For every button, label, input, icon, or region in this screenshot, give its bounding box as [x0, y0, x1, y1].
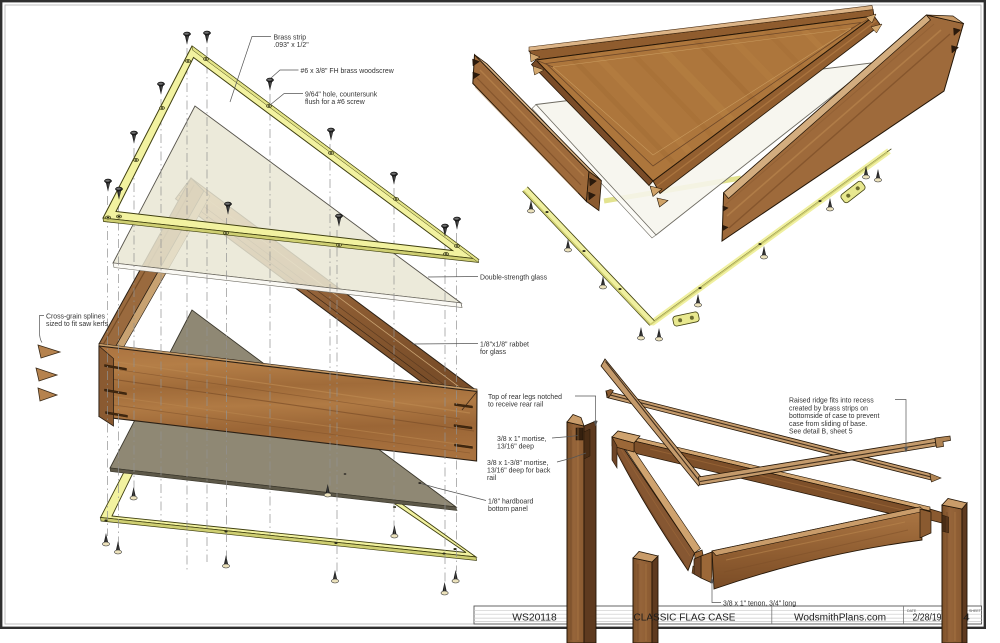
svg-text:3/8 x 1" mortise,: 3/8 x 1" mortise,: [497, 436, 547, 443]
svg-text:rail: rail: [487, 475, 497, 482]
svg-text:3/8 x 1" tenon, 3/4" long: 3/8 x 1" tenon, 3/4" long: [723, 601, 796, 608]
svg-text:4: 4: [963, 613, 970, 624]
svg-text:Brass strip: Brass strip: [274, 35, 307, 42]
svg-text:Top of rear legs notched: Top of rear legs notched: [488, 394, 562, 401]
svg-text:bottomside of case to prevent: bottomside of case to prevent: [789, 413, 879, 420]
svg-text:sized to fit saw kerfs: sized to fit saw kerfs: [46, 321, 109, 328]
svg-text:case from sliding of base.: case from sliding of base.: [789, 421, 867, 428]
svg-text:created by brass strips on: created by brass strips on: [789, 405, 868, 412]
svg-text:13/16" deep: 13/16" deep: [497, 444, 534, 451]
svg-text:#6 x 3/8" FH brass woodscrew: #6 x 3/8" FH brass woodscrew: [301, 68, 394, 75]
svg-text:WS20118: WS20118: [512, 613, 557, 624]
svg-text:CLASSIC FLAG CASE: CLASSIC FLAG CASE: [634, 613, 736, 624]
svg-text:bottom panel: bottom panel: [488, 506, 528, 513]
svg-text:2/28/19: 2/28/19: [913, 613, 942, 624]
svg-text:1/8" hardboard: 1/8" hardboard: [488, 499, 534, 506]
svg-text:.093" x 1/2": .093" x 1/2": [274, 42, 310, 49]
svg-text:Double-strength glass: Double-strength glass: [480, 275, 548, 282]
svg-text:Raised ridge fits into recess: Raised ridge fits into recess: [789, 398, 874, 405]
svg-text:13/16" deep for back: 13/16" deep for back: [487, 468, 551, 475]
svg-text:3/8 x 1-3/8" mortise,: 3/8 x 1-3/8" mortise,: [487, 460, 549, 467]
svg-text:1/8"x1/8" rabbet: 1/8"x1/8" rabbet: [480, 342, 529, 349]
svg-text:flush for a #6 screw: flush for a #6 screw: [305, 99, 365, 106]
svg-text:9/64" hole, countersunk: 9/64" hole, countersunk: [305, 92, 378, 99]
svg-text:WodsmithPlans.com: WodsmithPlans.com: [794, 613, 886, 624]
svg-text:See detail B, sheet 5: See detail B, sheet 5: [789, 429, 853, 436]
svg-text:DATE: DATE: [907, 609, 917, 613]
svg-text:for glass: for glass: [480, 349, 507, 356]
svg-text:SHEET: SHEET: [969, 609, 982, 613]
svg-text:Cross-grain splines: Cross-grain splines: [46, 314, 106, 321]
svg-text:to receive rear rail: to receive rear rail: [488, 402, 544, 409]
